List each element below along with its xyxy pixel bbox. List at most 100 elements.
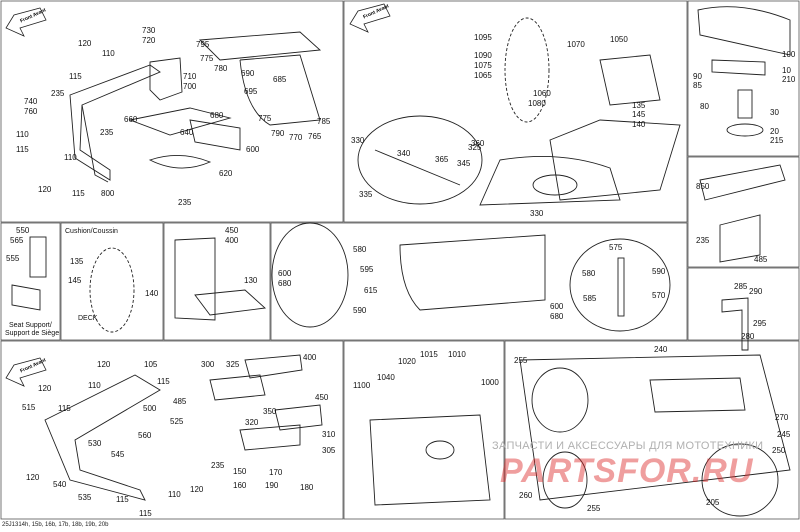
callout-1050: 1050 [610, 35, 628, 44]
callout-235: 235 [178, 198, 192, 207]
front-arrow-icon: Front Avant [349, 3, 391, 33]
front-arrow-icon: Front Avant [5, 357, 47, 387]
callout-780: 780 [214, 64, 228, 73]
callout-340: 340 [397, 149, 411, 158]
callout-325: 325 [468, 143, 482, 152]
callout-115: 115 [16, 145, 29, 154]
panel-seat-front [0, 0, 344, 223]
callout-115: 115 [72, 189, 85, 198]
callout-640: 640 [180, 128, 194, 137]
callout-775: 775 [200, 54, 214, 63]
callout-1065: 1065 [474, 71, 492, 80]
callout-325: 325 [226, 360, 240, 369]
callout-775: 775 [258, 114, 272, 123]
callout-320: 320 [245, 418, 259, 427]
callout-110: 110 [88, 381, 101, 390]
callout-110: 110 [102, 49, 115, 58]
seat-support-label-2: Support de Siège [5, 330, 59, 337]
callout-120: 120 [97, 360, 111, 369]
callout-190: 190 [265, 481, 279, 490]
callout-10: 10 [782, 66, 791, 75]
callout-240: 240 [654, 345, 668, 354]
callout-710: 710 [183, 72, 197, 81]
callout-365: 365 [435, 155, 449, 164]
callout-110: 110 [168, 490, 181, 499]
callout-215: 215 [770, 136, 784, 145]
part-outlines [11, 6, 791, 517]
callout-235: 235 [696, 236, 710, 245]
callout-595: 595 [360, 265, 374, 274]
front-arrow-icon: Front Avant [5, 7, 47, 37]
callout-485: 485 [754, 255, 768, 264]
callout-115: 115 [69, 72, 82, 81]
callout-260: 260 [519, 491, 533, 500]
callout-530: 530 [88, 439, 102, 448]
callout-180: 180 [300, 483, 314, 492]
callout-585: 585 [583, 294, 597, 303]
callout-1100: 1100 [353, 381, 371, 390]
callout-245: 245 [777, 430, 791, 439]
callout-785: 785 [317, 117, 331, 126]
callout-500: 500 [143, 404, 157, 413]
callout-290: 290 [749, 287, 763, 296]
panel-latch [270, 222, 688, 341]
callout-160: 160 [233, 481, 247, 490]
callout-575: 575 [609, 243, 623, 252]
callout-545: 545 [111, 450, 125, 459]
callout-680: 680 [210, 111, 224, 120]
callout-300: 300 [201, 360, 215, 369]
callout-600: 600 [246, 145, 260, 154]
callout-345: 345 [457, 159, 471, 168]
callout-1075: 1075 [474, 61, 492, 70]
callout-115: 115 [116, 495, 129, 504]
callout-110: 110 [64, 153, 77, 162]
callout-120: 120 [26, 473, 40, 482]
callout-765: 765 [308, 132, 322, 141]
callout-140: 140 [145, 289, 159, 298]
callout-550: 550 [16, 226, 30, 235]
callout-615: 615 [364, 286, 378, 295]
callout-720: 720 [142, 36, 156, 45]
callout-700: 700 [183, 82, 197, 91]
callout-140: 140 [632, 120, 646, 129]
footer-code: 25J1314h, 15b, 16b, 17b, 18b, 19b, 20b [2, 522, 109, 528]
callout-1090: 1090 [474, 51, 492, 60]
callout-450: 450 [315, 393, 329, 402]
callout-685: 685 [273, 75, 287, 84]
callout-1095: 1095 [474, 33, 492, 42]
callout-90: 90 [693, 72, 702, 81]
callout-235: 235 [100, 128, 114, 137]
watermark-logo: PARTSFOR.RU [500, 452, 754, 490]
callout-680: 680 [550, 312, 564, 321]
cushion-label: Cushion/Coussin [65, 228, 118, 235]
callout-580: 580 [353, 245, 367, 254]
watermark-text: ЗАПЧАСТИ И АКСЕССУАРЫ ДЛЯ МОТОТЕХНИКИ [492, 440, 764, 452]
callout-110: 110 [16, 130, 29, 139]
callout-730: 730 [142, 26, 156, 35]
callout-540: 540 [53, 480, 67, 489]
callout-100: 100 [782, 50, 796, 59]
callout-525: 525 [170, 417, 184, 426]
callout-570: 570 [652, 291, 666, 300]
panel-pedestal [687, 0, 800, 157]
panel-bracket [687, 156, 800, 268]
callout-285: 285 [734, 282, 748, 291]
callout-280: 280 [741, 332, 755, 341]
callout-120: 120 [38, 384, 52, 393]
callout-740: 740 [24, 97, 38, 106]
panel-bench [504, 340, 800, 520]
callout-690: 690 [241, 69, 255, 78]
callout-235: 235 [51, 89, 65, 98]
callout-590: 590 [652, 267, 666, 276]
callout-600: 600 [278, 269, 292, 278]
callout-115: 115 [58, 404, 71, 413]
callout-330: 330 [530, 209, 544, 218]
callout-350: 350 [263, 407, 277, 416]
deck-label: DECK [78, 315, 98, 322]
callout-120: 120 [38, 185, 52, 194]
callout-135: 135 [632, 101, 646, 110]
callout-210: 210 [782, 75, 796, 84]
callout-1070: 1070 [567, 40, 585, 49]
